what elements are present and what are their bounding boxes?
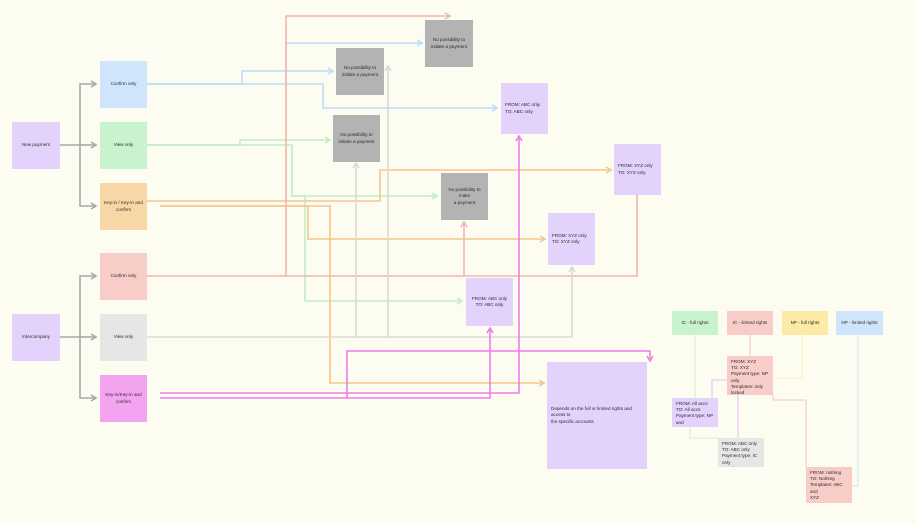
no-initiate-top-label: No possibility to initiate a payment xyxy=(430,37,467,49)
no-initiate-1-label: No possibility to initiate a payment xyxy=(341,65,378,77)
legend-ic-full-label: IC - full rights xyxy=(681,319,709,325)
no-initiate-2-node[interactable]: No possibility to initiate a payment xyxy=(333,115,380,162)
from-xyz-1-label: FROM: XYZ only TO: XYZ only xyxy=(618,163,653,175)
from-xyz-1-node[interactable]: FROM: XYZ only TO: XYZ only xyxy=(614,144,661,195)
edge-blue-2 xyxy=(147,83,499,112)
new-payment-label: New payment xyxy=(21,142,51,148)
depends-node[interactable]: Depends on the full or limited rights an… xyxy=(547,362,647,469)
np-view-only-label: View only xyxy=(113,142,134,148)
edge-green-2 xyxy=(147,144,439,200)
tree-connectors xyxy=(60,80,98,402)
pink-edges xyxy=(160,134,654,399)
ic-keyin-label: Key-in/Key-in and confirm xyxy=(105,392,142,404)
legend-note-purple: FROM: All accs TO: All accs Payment type… xyxy=(672,398,718,427)
legend-np-full-label: NP - full rights xyxy=(790,319,820,325)
no-make-label: No possibility to make a payment xyxy=(448,187,481,205)
no-initiate-top-node[interactable]: No possibility to initiate a payment xyxy=(425,20,473,67)
green-edges xyxy=(147,136,464,305)
legend-note-gray-text: FROM: ABC only TO: ABC only Payment type… xyxy=(722,441,758,467)
depends-label: Depends on the full or limited rights an… xyxy=(551,406,632,424)
new-payment-node[interactable]: New payment xyxy=(12,122,60,169)
legend-ic-limited: IC - limited rights xyxy=(727,311,773,335)
no-initiate-1-node[interactable]: No possibility to initiate a payment xyxy=(336,48,384,95)
intercompany-label: Intercompany xyxy=(22,334,50,340)
legend-ic-full: IC - full rights xyxy=(672,311,718,335)
edge-pink-2 xyxy=(160,326,494,399)
legend-ic-limited-label: IC - limited rights xyxy=(732,319,768,325)
legend-note-red: FROM: XYZ TO: XYZ Payment type: NP only … xyxy=(727,356,773,395)
from-abc-1-label: FROM: ABC only TO: ABC only xyxy=(505,102,540,114)
from-xyz-2-node[interactable]: FROM: XYZ only TO: XYZ only xyxy=(548,213,595,265)
legend-note-pink: FROM: nothing TO: Nothing Templates: ABC… xyxy=(806,467,852,503)
edge-np-keyin xyxy=(79,145,98,210)
np-keyin-node[interactable]: Key-in / Key-in and confirm xyxy=(100,183,147,230)
intercompany-node[interactable]: Intercompany xyxy=(12,314,60,361)
edge-ic-confirm xyxy=(79,272,98,337)
np-view-only-node[interactable]: View only xyxy=(100,122,147,169)
legend-np-limited-label: NP - limited rights xyxy=(841,319,878,325)
ic-confirm-only-node[interactable]: Confirm only xyxy=(100,253,147,300)
np-keyin-label: Key-in / Key-in and confirm xyxy=(104,200,143,212)
from-abc-2-label: FROM: ABC only TO: ABC only xyxy=(472,295,507,307)
from-xyz-2-label: FROM: XYZ only TO: XYZ only xyxy=(552,232,587,244)
legend-note-pink-text: FROM: nothing TO: Nothing Templates: ABC… xyxy=(810,470,843,500)
legend-np-limited: NP - limited rights xyxy=(836,311,883,335)
from-abc-1-node[interactable]: FROM: ABC only TO: ABC only xyxy=(501,83,548,134)
edge-orange-1 xyxy=(147,166,613,202)
from-abc-2-node[interactable]: FROM: ABC only TO: ABC only xyxy=(466,278,513,326)
ic-keyin-node[interactable]: Key-in/Key-in and confirm xyxy=(100,375,147,422)
edge-np-confirm xyxy=(79,80,98,145)
edge-blue-1 xyxy=(147,67,335,85)
edge-green-1 xyxy=(147,136,332,146)
legend-np-full: NP - full rights xyxy=(782,311,828,335)
np-confirm-only-node[interactable]: Confirm only xyxy=(100,61,147,108)
legend-note-red-text: FROM: XYZ TO: XYZ Payment type: NP only … xyxy=(731,359,768,395)
no-initiate-2-label: No possibility to initiate a payment xyxy=(338,132,375,144)
legend-note-gray: FROM: ABC only TO: ABC only Payment type… xyxy=(718,438,764,467)
ic-view-only-label: View only xyxy=(113,334,134,340)
legend-note-purple-text: FROM: All accs TO: All accs Payment type… xyxy=(676,401,713,427)
edge-green-3 xyxy=(292,195,464,305)
ic-view-only-node[interactable]: View only xyxy=(100,314,147,361)
no-make-node[interactable]: No possibility to make a payment xyxy=(441,173,488,220)
edge-ic-keyin xyxy=(79,337,98,402)
np-confirm-only-label: Confirm only xyxy=(110,81,137,87)
ic-confirm-only-label: Confirm only xyxy=(110,273,137,279)
orange-edges xyxy=(147,166,613,387)
